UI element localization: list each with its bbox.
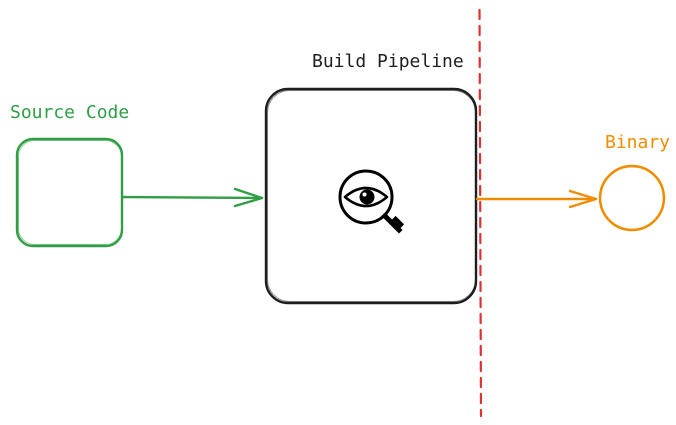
source-code-label: Source Code (10, 102, 130, 123)
boundary-line (478, 8, 483, 418)
build-pipeline-node[interactable] (264, 87, 478, 305)
source-code-node[interactable] (15, 137, 124, 248)
source-to-pipeline-arrow (121, 187, 264, 208)
binary-label: Binary (605, 132, 671, 153)
binary-node[interactable] (598, 164, 666, 232)
eye-magnifier-icon (338, 169, 405, 234)
pipeline-to-binary-arrow (475, 189, 598, 209)
build-pipeline-label: Build Pipeline (312, 51, 464, 72)
